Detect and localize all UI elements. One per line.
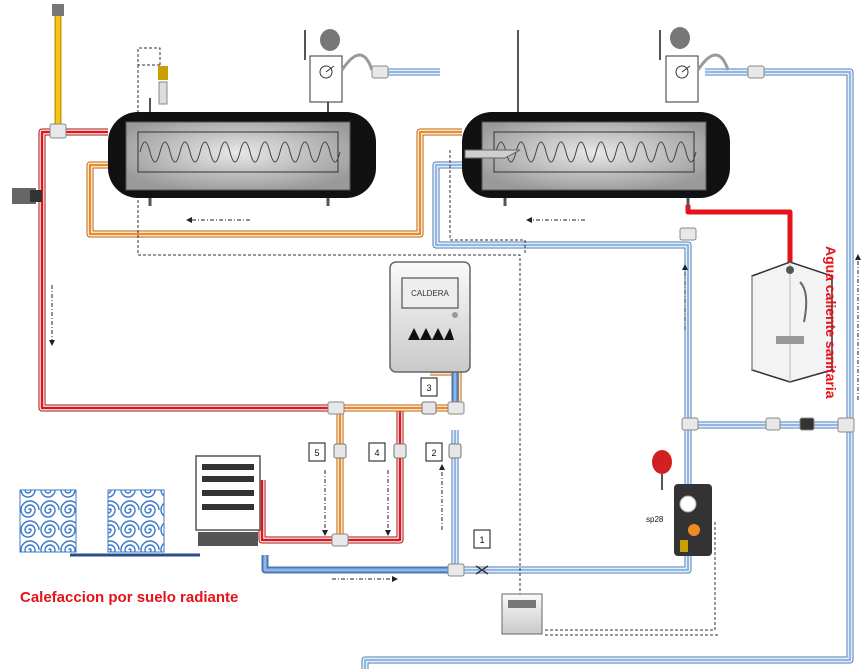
air-vent <box>52 4 168 105</box>
valve-4: 4 <box>368 442 407 462</box>
tank-right <box>462 30 730 206</box>
svg-text:2: 2 <box>431 448 436 458</box>
thermostat-left <box>304 29 374 103</box>
floor-loop-left <box>19 489 77 553</box>
heating-manifold <box>195 455 261 546</box>
shower-enclosure <box>751 261 833 383</box>
boiler-label: CALDERA <box>411 289 449 298</box>
svg-text:3: 3 <box>426 383 431 393</box>
floor-loop-right <box>107 489 165 553</box>
flow-arrows <box>51 219 859 580</box>
station-label: sp28 <box>646 515 664 524</box>
valves: 1 2 3 4 5 <box>308 377 491 575</box>
floor-heating-title: Calefaccion por suelo radiante <box>20 589 238 606</box>
valve-3: 3 <box>420 377 438 415</box>
dhw-title: Agua caliente sanitaria <box>823 246 839 399</box>
tank-left <box>108 98 376 206</box>
fittings <box>49 65 855 577</box>
svg-text:4: 4 <box>374 448 379 458</box>
thermostat-right <box>659 27 730 103</box>
svg-text:1: 1 <box>479 535 484 545</box>
valve-2: 2 <box>425 442 462 462</box>
svg-text:5: 5 <box>314 448 319 458</box>
solar-station <box>652 450 712 556</box>
flow-arrowheads <box>49 217 861 582</box>
dhw-supply-pipe <box>685 205 793 262</box>
boiler: CALDERA <box>389 261 471 373</box>
solar-controller <box>501 593 543 635</box>
valve-5: 5 <box>308 442 347 462</box>
circulator-pump-icon <box>12 188 42 204</box>
valve-1: 1 <box>473 529 491 575</box>
